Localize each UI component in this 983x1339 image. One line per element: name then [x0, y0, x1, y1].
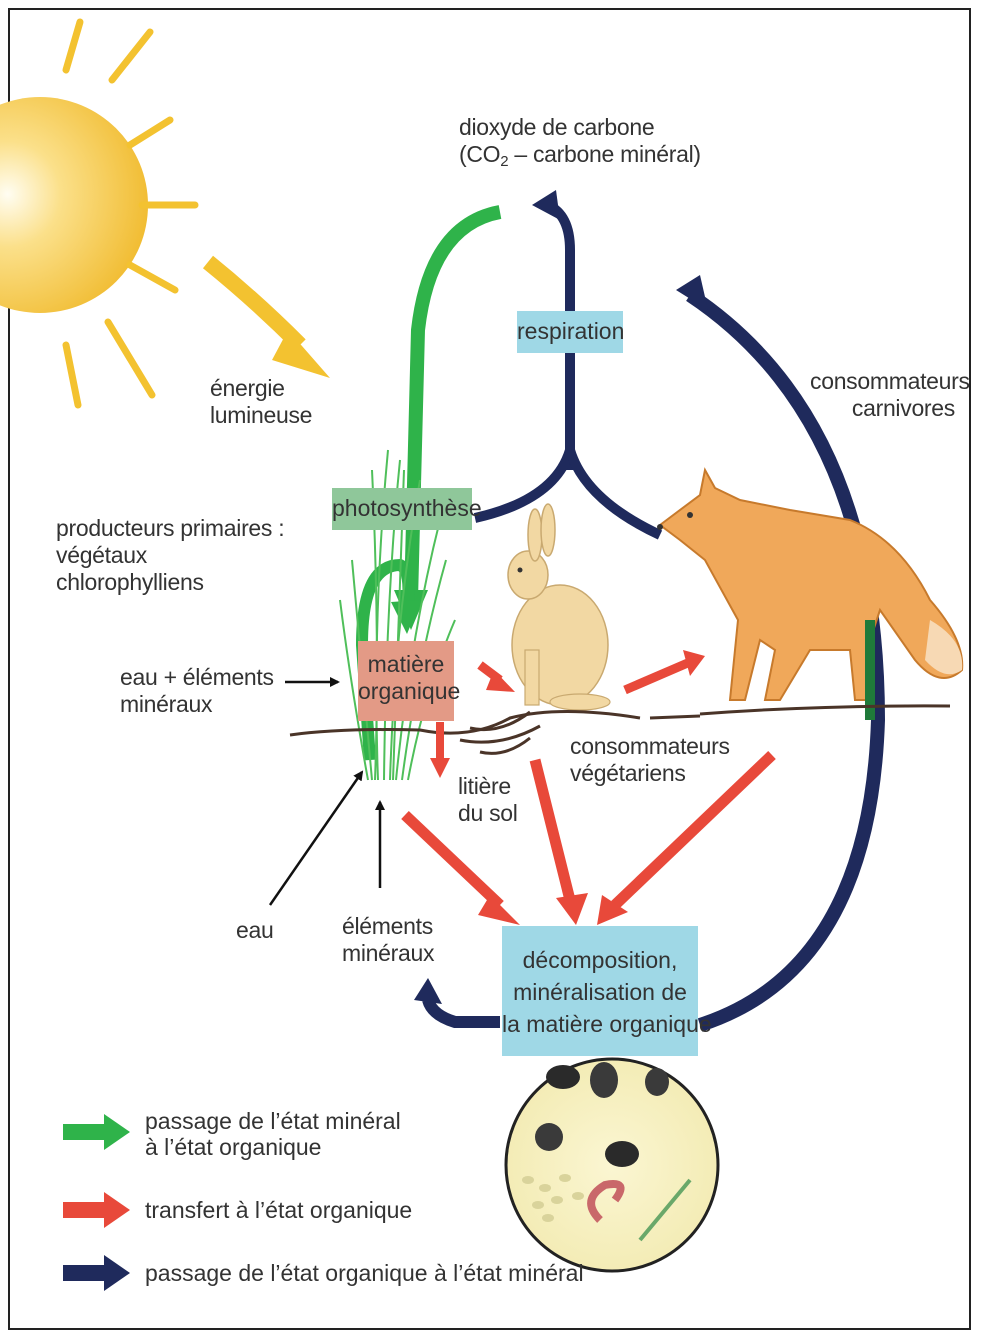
- legend-arrow-navy-icon: [63, 1255, 130, 1291]
- primary-producers-line2: végétaux: [56, 542, 284, 569]
- mineral-elements-line1: éléments: [342, 913, 434, 940]
- decomposition-line1: décomposition,: [502, 944, 698, 976]
- co2-label: dioxyde de carbone (CO2 – carbone minéra…: [459, 114, 701, 168]
- litter-line2: du sol: [458, 800, 518, 827]
- legend-item-green: passage de l’état minéral à l’état organ…: [145, 1108, 401, 1160]
- water-minerals-line1: eau + éléments: [120, 664, 274, 691]
- rabbit-icon: [508, 504, 610, 710]
- water-label: eau: [236, 917, 273, 944]
- decomposition-label: décomposition, minéralisation de la mati…: [502, 944, 698, 1040]
- co2-prefix: (CO: [459, 141, 500, 167]
- light-energy-line1: énergie: [210, 375, 312, 402]
- litter-label: litière du sol: [458, 773, 518, 827]
- litter-line1: litière: [458, 773, 518, 800]
- co2-suffix: – carbone minéral): [508, 141, 700, 167]
- organic-matter-line2: organique: [358, 678, 454, 705]
- respiration-label: respiration: [517, 318, 623, 345]
- legend-item-navy: passage de l’état organique à l’état min…: [145, 1260, 584, 1286]
- carnivores-label: consommateurs carnivores: [810, 368, 955, 422]
- decomposition-line2: minéralisation de: [502, 976, 698, 1008]
- primary-producers-line1: producteurs primaires :: [56, 515, 284, 542]
- co2-label-line2: (CO2 – carbone minéral): [459, 141, 701, 168]
- legend-red-line1: transfert à l’état organique: [145, 1197, 412, 1223]
- organic-matter-label: matière organique: [358, 651, 454, 705]
- herbivores-label: consommateurs végétariens: [570, 733, 730, 787]
- fox-icon: [657, 470, 962, 720]
- decomposition-line3: la matière organique: [502, 1008, 698, 1040]
- legend-green-line2: à l’état organique: [145, 1134, 401, 1160]
- soil-organisms-icon: [506, 1059, 718, 1271]
- photosynthesis-label: photosynthèse: [332, 495, 472, 522]
- water-minerals-label: eau + éléments minéraux: [120, 664, 274, 718]
- organic-matter-line1: matière: [358, 651, 454, 678]
- carnivores-line2: carnivores: [810, 395, 955, 422]
- mineral-elements-line2: minéraux: [342, 940, 434, 967]
- legend-green-line1: passage de l’état minéral: [145, 1108, 401, 1134]
- sun-icon: [0, 22, 330, 405]
- light-energy-label: énergie lumineuse: [210, 375, 312, 429]
- legend-navy-line1: passage de l’état organique à l’état min…: [145, 1260, 584, 1286]
- herbivores-line1: consommateurs: [570, 733, 730, 760]
- legend-item-red: transfert à l’état organique: [145, 1197, 412, 1223]
- legend-arrow-green-icon: [63, 1114, 130, 1150]
- light-energy-line2: lumineuse: [210, 402, 312, 429]
- carnivores-line1: consommateurs: [810, 368, 955, 395]
- legend-arrow-red-icon: [63, 1192, 130, 1228]
- herbivores-line2: végétariens: [570, 760, 730, 787]
- mineral-elements-label: éléments minéraux: [342, 913, 434, 967]
- co2-label-line1: dioxyde de carbone: [459, 114, 701, 141]
- primary-producers-line3: chlorophylliens: [56, 569, 284, 596]
- primary-producers-label: producteurs primaires : végétaux chlorop…: [56, 515, 284, 596]
- water-minerals-line2: minéraux: [120, 691, 274, 718]
